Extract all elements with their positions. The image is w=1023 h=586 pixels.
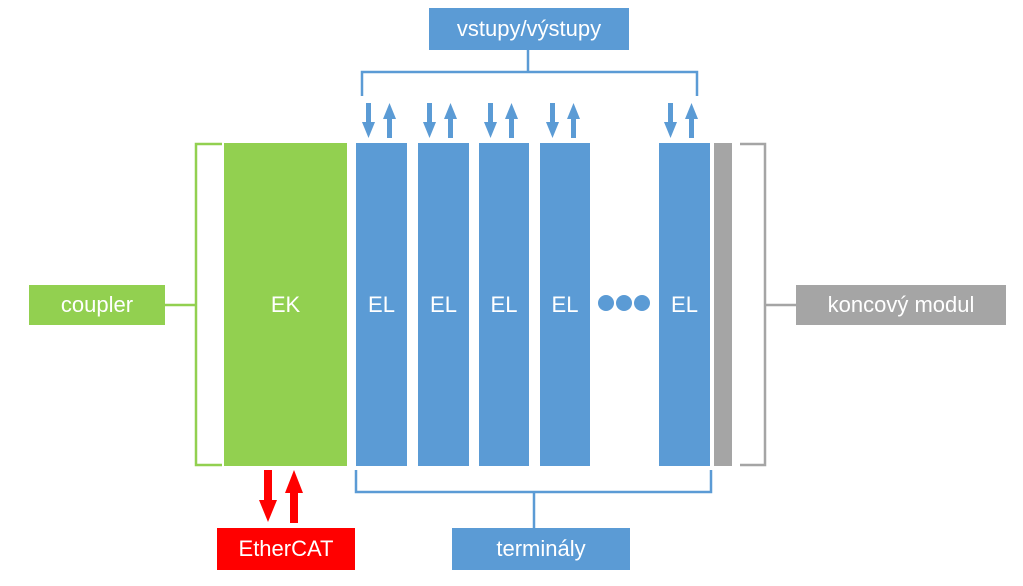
terminals-label: terminály bbox=[452, 528, 630, 570]
terminals-bracket bbox=[354, 470, 713, 494]
ethercat-label: EtherCAT bbox=[217, 528, 355, 570]
io-bracket bbox=[360, 70, 699, 96]
terminal-block-1: EL bbox=[356, 143, 407, 466]
coupler-label: coupler bbox=[29, 285, 165, 325]
terminal-block-5: EL bbox=[659, 143, 710, 466]
end-module-label-text: koncový modul bbox=[827, 292, 975, 317]
terminal-label: EL bbox=[430, 291, 457, 317]
ethercat-label-text: EtherCAT bbox=[238, 536, 334, 561]
terminals-label-text: terminály bbox=[496, 536, 586, 561]
ethercat-arrows bbox=[259, 470, 303, 523]
terminal-label: EL bbox=[671, 291, 698, 317]
terminal-label: EL bbox=[551, 291, 579, 317]
terminal-block-3: EL bbox=[479, 143, 529, 466]
io-label-text: vstupy/výstupy bbox=[456, 16, 602, 41]
io-label: vstupy/výstupy bbox=[429, 8, 629, 50]
terminal-block-2: EL bbox=[418, 143, 469, 466]
io-arrows-1 bbox=[362, 103, 396, 138]
coupler-label-text: coupler bbox=[60, 292, 134, 317]
ellipsis-dots-icon bbox=[598, 295, 650, 311]
end-module-bracket bbox=[740, 142, 767, 467]
coupler-bracket bbox=[194, 142, 222, 467]
end-module-label: koncový modul bbox=[796, 285, 1006, 325]
coupler-block: EK bbox=[224, 143, 347, 466]
terminal-label: EL bbox=[368, 291, 395, 317]
io-arrows-2 bbox=[423, 103, 457, 138]
end-module-block bbox=[714, 143, 732, 466]
terminal-block-4: EL bbox=[540, 143, 590, 466]
coupler-block-label: EK bbox=[270, 291, 301, 317]
io-arrows-3 bbox=[484, 103, 518, 138]
io-arrows-5 bbox=[664, 103, 698, 138]
io-arrows-4 bbox=[546, 103, 580, 138]
terminal-label: EL bbox=[490, 291, 518, 317]
